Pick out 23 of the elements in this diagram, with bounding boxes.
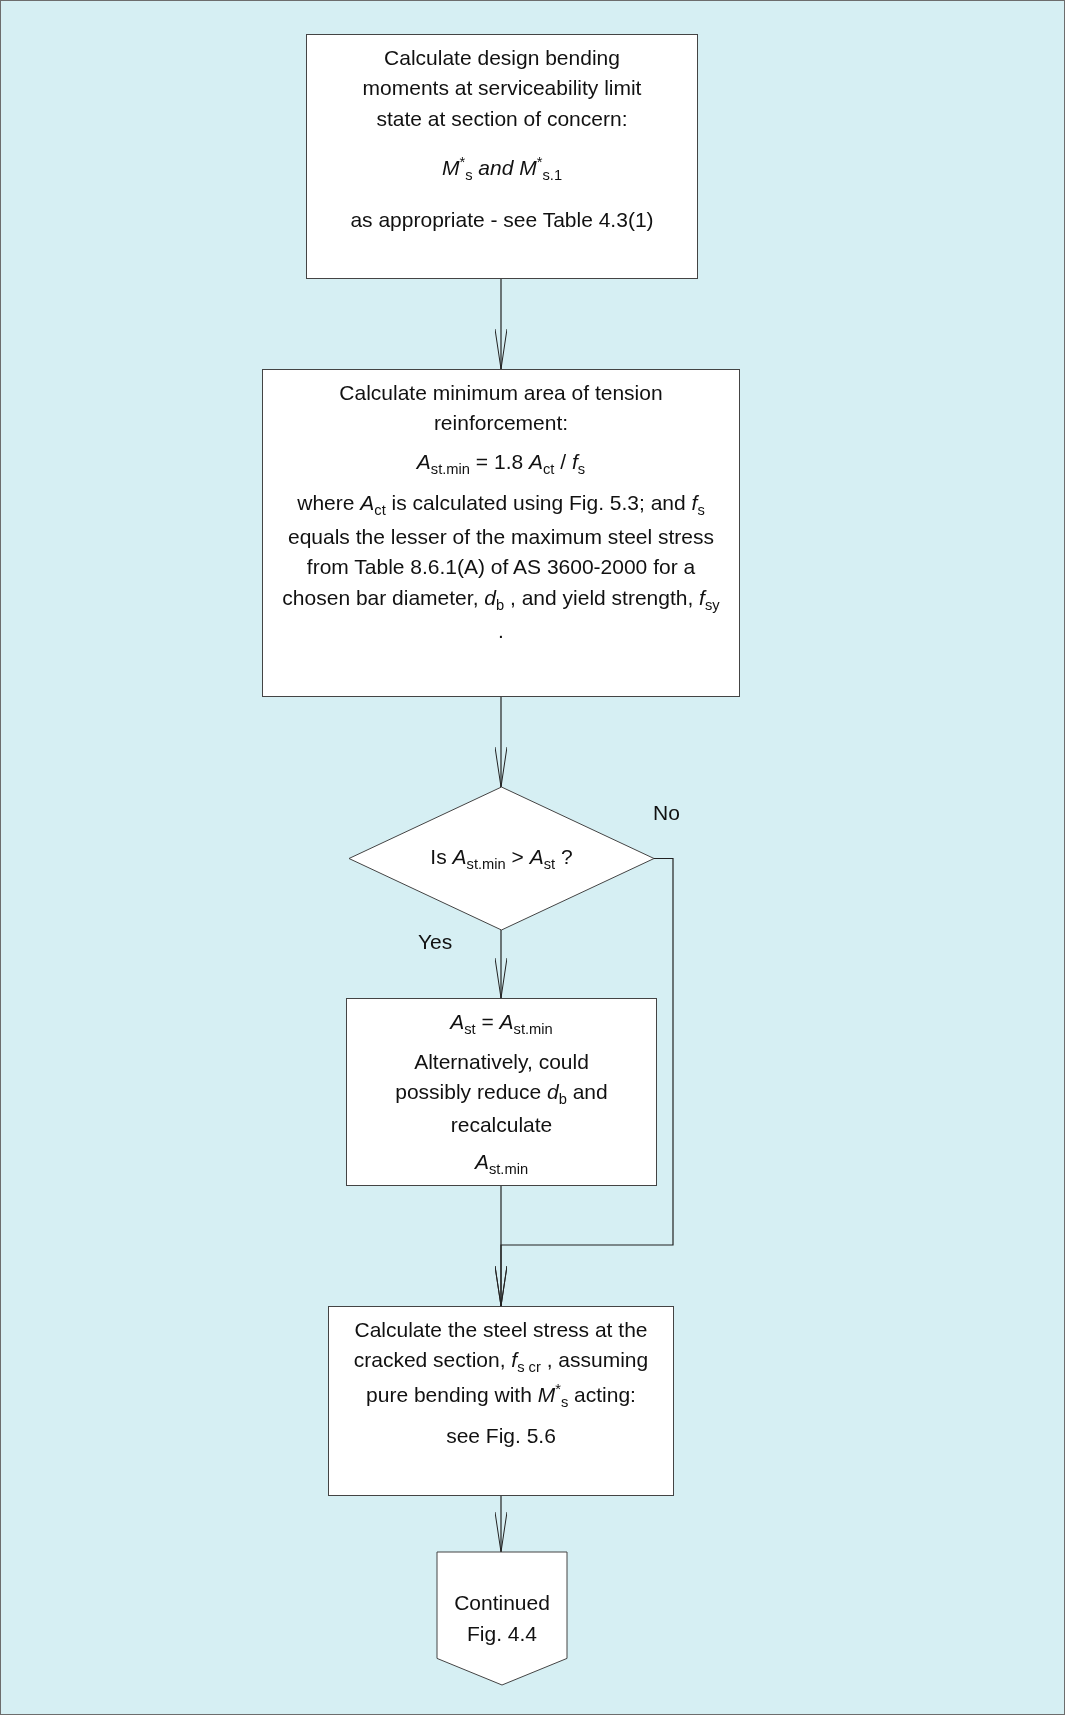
node-text: Calculate the steel stress at the cracked section, f$_{s cr}$ , assuming pure bending with M$^{*}$$_{s}$ acting:	[352, 1317, 650, 1413]
node-text: see Fig. 5.6	[446, 1423, 556, 1450]
decision-diamond	[349, 787, 654, 930]
node-text: as appropriate - see Table 4.3(1)	[350, 206, 654, 233]
process-box	[328, 1306, 674, 1496]
node-text: where A$_{ct}$ is calculated using Fig. 5.3; and f$_{s}$ equals the lesser of the maximum steel stress from Table 8.6.1(A) of AS 3600-2000 for a chosen bar diameter, d$_{b}$ , and yield strength, f$_{sy}$ .	[281, 490, 721, 645]
off-page-connector	[437, 1552, 567, 1685]
process-box	[306, 34, 698, 279]
node-text: Continued Fig. 4.4	[453, 1590, 551, 1647]
node-text: Calculate design bending moments at serviceability limit state at section of concern:	[361, 45, 643, 132]
node-text: A$_{st.min}$	[474, 1148, 529, 1180]
arrow	[494, 1495, 508, 1553]
process-box	[346, 998, 657, 1186]
process-box	[262, 369, 740, 697]
node-text: Calculate minimum area of tension reinforcement:	[338, 380, 664, 437]
arrow	[494, 929, 508, 999]
node-text: A$_{st}$ = A$_{st.min}$	[450, 1009, 553, 1040]
arrow	[494, 278, 508, 370]
node-text: Is A$_{st.min}$ > A$_{st}$ ?	[430, 843, 573, 874]
arrow	[494, 1185, 508, 1307]
arrow	[494, 696, 508, 788]
node-text: Alternatively, could possibly reduce d$_{b}$ and recalculate	[395, 1048, 608, 1139]
node-text: A$_{st.min}$ = 1.8 A$_{ct}$ / f$_{s}$	[416, 448, 586, 480]
